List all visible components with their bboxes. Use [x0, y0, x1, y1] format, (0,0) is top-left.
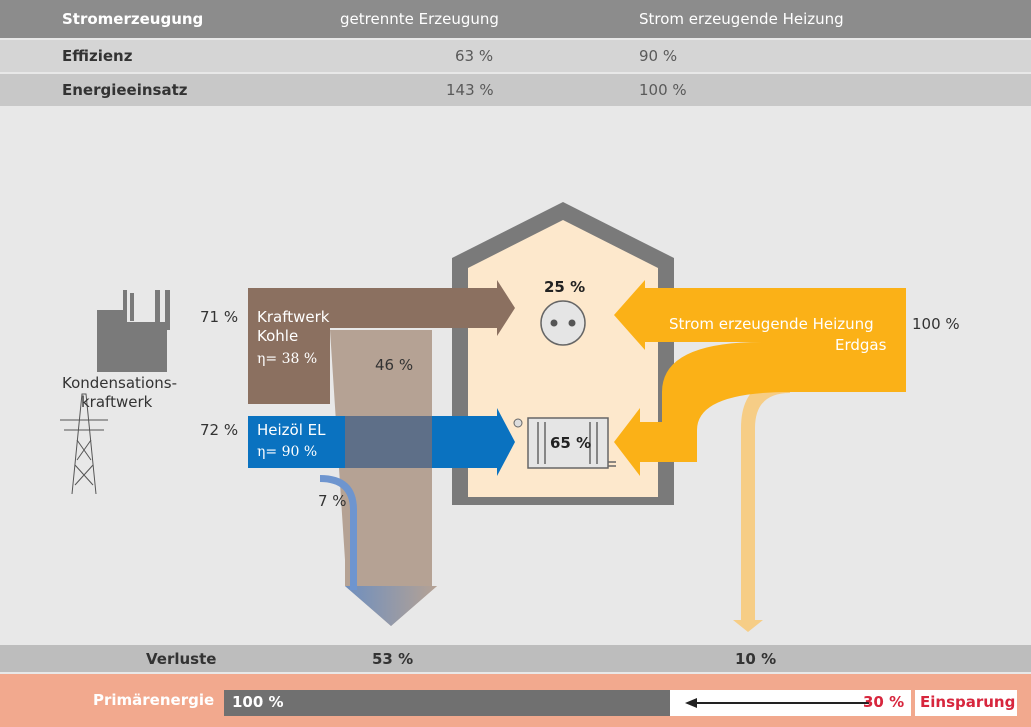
losses-row: Verluste 53 % 10 %	[0, 645, 1031, 672]
chp-loss-flow	[733, 348, 790, 632]
row-col1: 63 %	[455, 47, 494, 65]
oil-name: Heizöl EL	[257, 421, 326, 439]
chp-flow-arrow	[614, 280, 906, 476]
primary-label: Primärenergie	[93, 691, 215, 709]
table-header-row: Stromerzeugung getrennte Erzeugung Strom…	[0, 0, 1031, 38]
table-row-efficiency: Effizienz 63 % 90 %	[0, 40, 1031, 72]
coal-name-1: Kraftwerk	[257, 308, 330, 326]
row-col1: 143 %	[446, 81, 494, 99]
chp-name-1: Strom erzeugende Heizung	[669, 315, 874, 333]
electricity-share: 25 %	[544, 278, 586, 296]
primary-energy-fill: 100 %	[224, 690, 670, 716]
coal-percent: 71 %	[200, 308, 239, 326]
oil-loss: 7 %	[318, 492, 347, 510]
coal-name-2: Kohle	[257, 327, 299, 345]
radiator-icon	[513, 417, 616, 469]
saving-label: Einsparung	[920, 693, 1016, 711]
power-plant-icon	[97, 290, 170, 372]
coal-flow-arrow	[248, 280, 515, 404]
flow-diagram-svg	[60, 202, 906, 632]
row-col2: 90 %	[639, 47, 678, 65]
losses-chp: 10 %	[735, 649, 777, 668]
primary-energy-row: Primärenergie 100 % 30 % Einsparung	[0, 674, 1031, 727]
loss-arrow-tip	[345, 586, 437, 626]
oil-eta: η= 90 %	[257, 444, 318, 460]
table-header-label: Stromerzeugung	[62, 10, 204, 28]
oil-percent: 72 %	[200, 421, 239, 439]
saving-value: 30 %	[863, 693, 905, 711]
coal-eta: η= 38 %	[257, 351, 318, 367]
primary-value: 100 %	[232, 693, 284, 711]
table-row-energy-input: Energieeinsatz 143 % 100 %	[0, 74, 1031, 106]
heat-share: 65 %	[550, 434, 592, 452]
row-label: Effizienz	[62, 47, 133, 65]
table-header-col2: Strom erzeugende Heizung	[639, 10, 844, 28]
coal-loss: 46 %	[375, 356, 414, 374]
oil-loss-flow	[320, 468, 357, 590]
socket-icon	[540, 300, 586, 346]
oil-loss-overlap	[345, 416, 432, 468]
chp-percent: 100 %	[912, 315, 960, 333]
losses-separate: 53 %	[372, 649, 414, 668]
losses-label: Verluste	[146, 649, 217, 668]
table-header-col1: getrennte Erzeugung	[340, 10, 499, 28]
plant-label-1: Kondensations-	[62, 374, 177, 392]
energy-flow-diagram: Kondensations- kraftwerk 71 % Kraftwerk …	[0, 108, 1031, 644]
house-body	[468, 220, 658, 497]
chp-name-2: Erdgas	[835, 336, 887, 354]
pylon-icon	[60, 393, 108, 495]
row-label: Energieeinsatz	[62, 81, 188, 99]
plant-label-2: kraftwerk	[81, 393, 153, 411]
row-col2: 100 %	[639, 81, 687, 99]
primary-energy-bar: 100 % 30 % Einsparung	[224, 690, 1017, 716]
saving-arrow-icon	[685, 698, 869, 708]
